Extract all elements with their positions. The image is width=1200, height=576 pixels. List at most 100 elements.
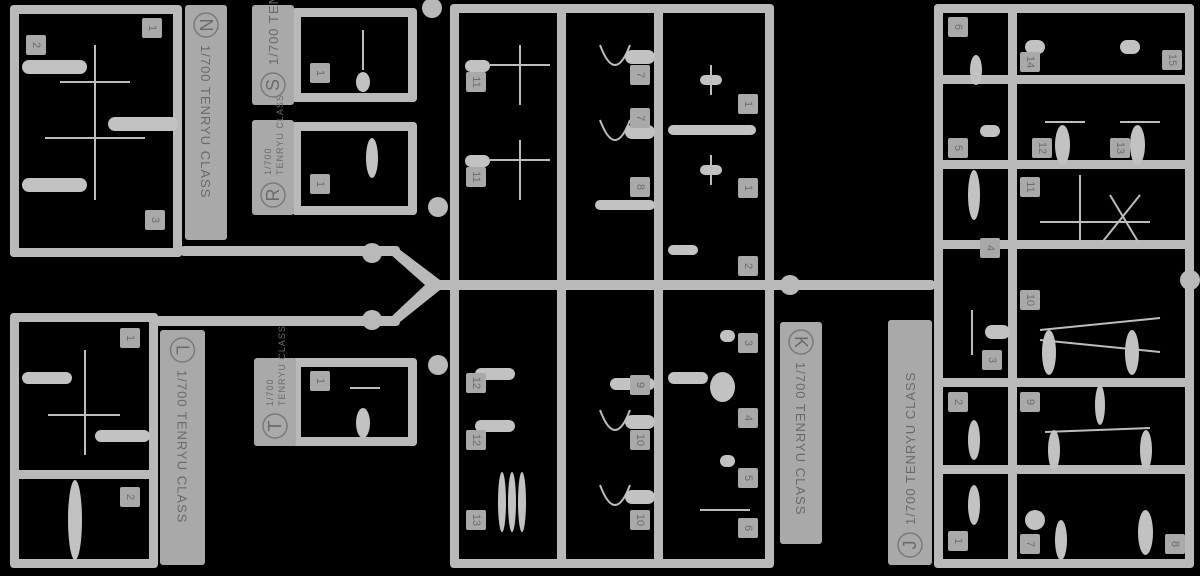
tab-plate <box>948 17 968 37</box>
tab-plate <box>980 238 1000 258</box>
sprue-gate <box>422 0 442 18</box>
part-number-tab-J: 15 <box>1162 50 1182 70</box>
runner <box>10 559 158 568</box>
part <box>1025 40 1045 54</box>
part <box>1120 40 1140 54</box>
runner <box>408 122 417 215</box>
part-number-tab-J: 5 <box>948 138 968 158</box>
tab-plate <box>1020 290 1040 310</box>
part <box>625 490 655 504</box>
part <box>22 178 87 192</box>
sprue-gate <box>1180 270 1200 290</box>
part-wire <box>1044 427 1151 433</box>
sprue-gate <box>428 197 448 217</box>
runner <box>149 313 158 568</box>
part <box>518 472 526 532</box>
part-number-tab-J: 7 <box>1020 534 1040 554</box>
runner <box>10 313 19 568</box>
part-number: 8 <box>1169 541 1181 547</box>
part-number-tab-K: 12 <box>466 373 486 393</box>
part-number-tab-J: 1 <box>948 531 968 551</box>
runners <box>10 0 1200 568</box>
part-number-tab-K: 10 <box>630 510 650 530</box>
part <box>465 60 490 72</box>
part-number: 1 <box>314 378 326 384</box>
part <box>356 72 370 92</box>
runner <box>10 5 182 14</box>
part <box>668 372 708 384</box>
runner <box>10 248 182 257</box>
tab-plate <box>738 178 758 198</box>
runner <box>180 246 400 256</box>
part-number: 7 <box>634 115 646 121</box>
tab-plate <box>310 371 330 391</box>
part-number-tab-K: 12 <box>466 430 486 450</box>
part <box>22 372 72 384</box>
part <box>968 170 980 220</box>
part <box>968 420 980 460</box>
tab-plate <box>120 328 140 348</box>
frame-letter-R: R <box>263 189 283 202</box>
part-number: 10 <box>634 434 646 446</box>
part-bracket <box>599 484 631 506</box>
runner <box>292 206 417 215</box>
part-number-tab-J: 14 <box>1020 52 1040 72</box>
part-number: 3 <box>742 340 754 346</box>
part-number: 7 <box>1024 541 1036 547</box>
part <box>366 138 378 178</box>
part-number: 11 <box>1024 181 1036 192</box>
tab-plate <box>948 138 968 158</box>
runner <box>934 378 1194 387</box>
tab-plate <box>466 167 486 187</box>
part <box>668 125 756 135</box>
part-number-tab-J: 12 <box>1032 138 1052 158</box>
part <box>668 245 698 255</box>
part-number-tab-J: 8 <box>1165 534 1185 554</box>
tab-plate <box>1020 177 1040 197</box>
part-number: 4 <box>742 415 754 421</box>
sprue-gate <box>780 275 800 295</box>
part-number: 13 <box>1114 142 1126 154</box>
part-number: 6 <box>742 525 754 531</box>
tab-plate <box>1020 52 1040 72</box>
part-number-tab-L: 1 <box>120 328 140 348</box>
parts <box>22 30 1161 560</box>
runner <box>934 240 1194 249</box>
part-number: 12 <box>470 434 482 446</box>
label-plate-N <box>185 5 227 240</box>
scale-text-R: 1/700 <box>263 147 273 175</box>
part-number-tab-K: 5 <box>738 468 758 488</box>
part <box>980 125 1000 137</box>
tab-plate <box>630 375 650 395</box>
part <box>108 117 178 131</box>
part-number: 8 <box>634 184 646 190</box>
part <box>970 55 982 85</box>
part-number-tab-J: 9 <box>1020 392 1040 412</box>
part-number: 1 <box>742 185 754 191</box>
part <box>508 472 516 532</box>
part-number-tab-K: 10 <box>630 430 650 450</box>
label-plate-R <box>252 120 294 215</box>
frame-letter-N: N <box>196 19 216 32</box>
runner <box>292 8 417 17</box>
part <box>356 408 370 438</box>
part-bracket <box>599 119 631 141</box>
runner <box>934 559 1194 568</box>
part <box>1138 510 1153 555</box>
part-number: 14 <box>1024 56 1036 68</box>
part-number-tab-K: 2 <box>738 256 758 276</box>
part-number-tab-J: 10 <box>1020 290 1040 310</box>
class-short-R: TENRYU CLASS <box>275 94 285 175</box>
part-number: 1 <box>124 335 136 341</box>
part <box>595 200 655 210</box>
part <box>1055 520 1067 560</box>
tab-plate <box>1020 534 1040 554</box>
part-number-tab-K: 11 <box>466 167 486 187</box>
part <box>1048 430 1060 470</box>
part-number: 6 <box>952 24 964 30</box>
part-number: 12 <box>1036 142 1048 154</box>
tab-plate <box>142 18 162 38</box>
